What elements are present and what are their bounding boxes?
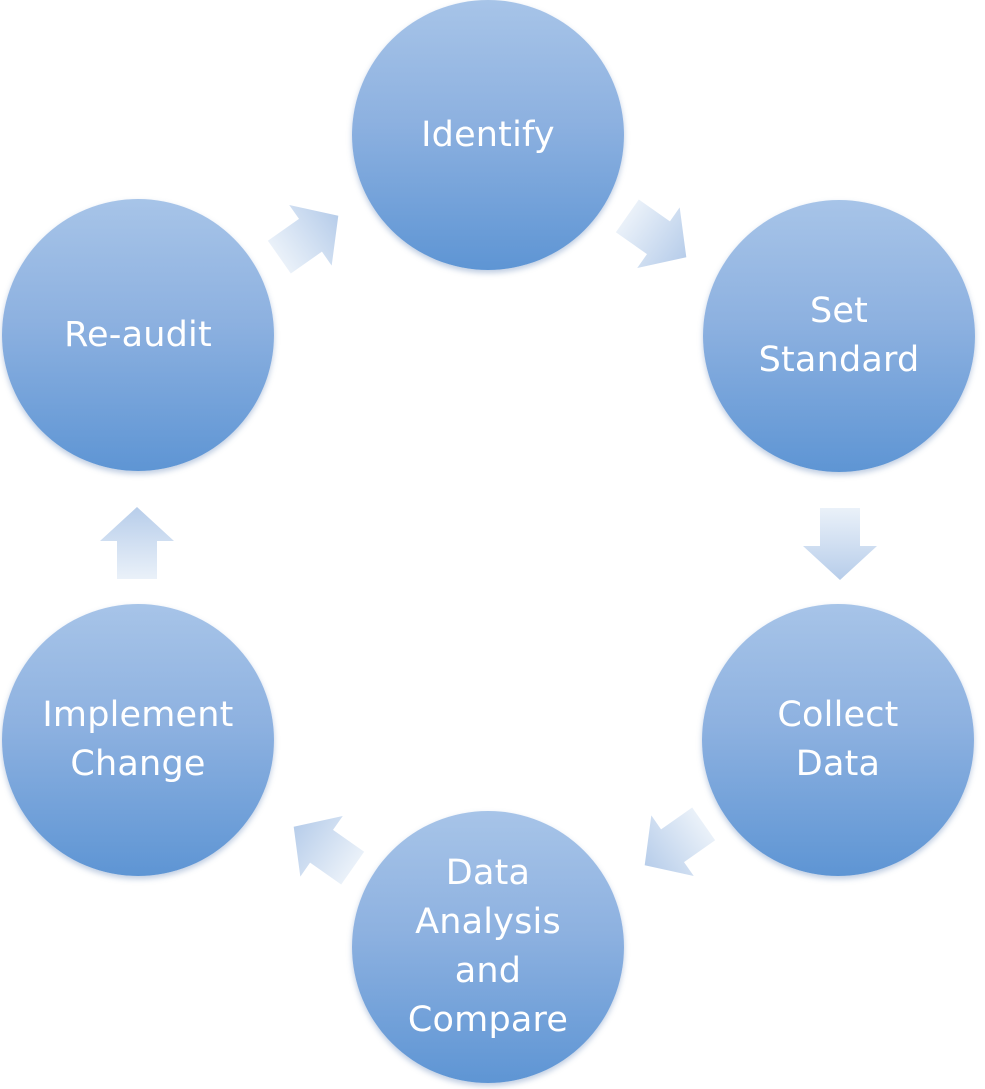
arrow-set-standard-to-collect-data <box>795 498 885 588</box>
node-implement-change-label: Implement Change <box>42 695 234 784</box>
node-re-audit-label: Re-audit <box>64 314 212 355</box>
node-set-standard: Set Standard <box>703 200 975 472</box>
arrow-identify-to-set-standard <box>593 173 718 298</box>
arrow-re-audit-to-identify <box>245 174 370 299</box>
node-data-analysis: Data Analysis and Compare <box>352 811 624 1083</box>
arrow-implement-change-to-re-audit <box>92 499 182 589</box>
node-collect-data: Collect Data <box>702 604 974 876</box>
node-data-analysis-label: Data Analysis and Compare <box>407 853 569 1040</box>
arrow-data-analysis-to-implement-change <box>261 785 386 910</box>
node-identify: Identify <box>352 0 624 270</box>
node-re-audit: Re-audit <box>2 199 274 471</box>
node-set-standard-label: Set Standard <box>758 291 920 380</box>
arrow-collect-data-to-data-analysis <box>612 781 737 906</box>
node-collect-data-label: Collect Data <box>777 695 899 784</box>
node-implement-change: Implement Change <box>2 604 274 876</box>
node-identify-label: Identify <box>421 114 555 155</box>
